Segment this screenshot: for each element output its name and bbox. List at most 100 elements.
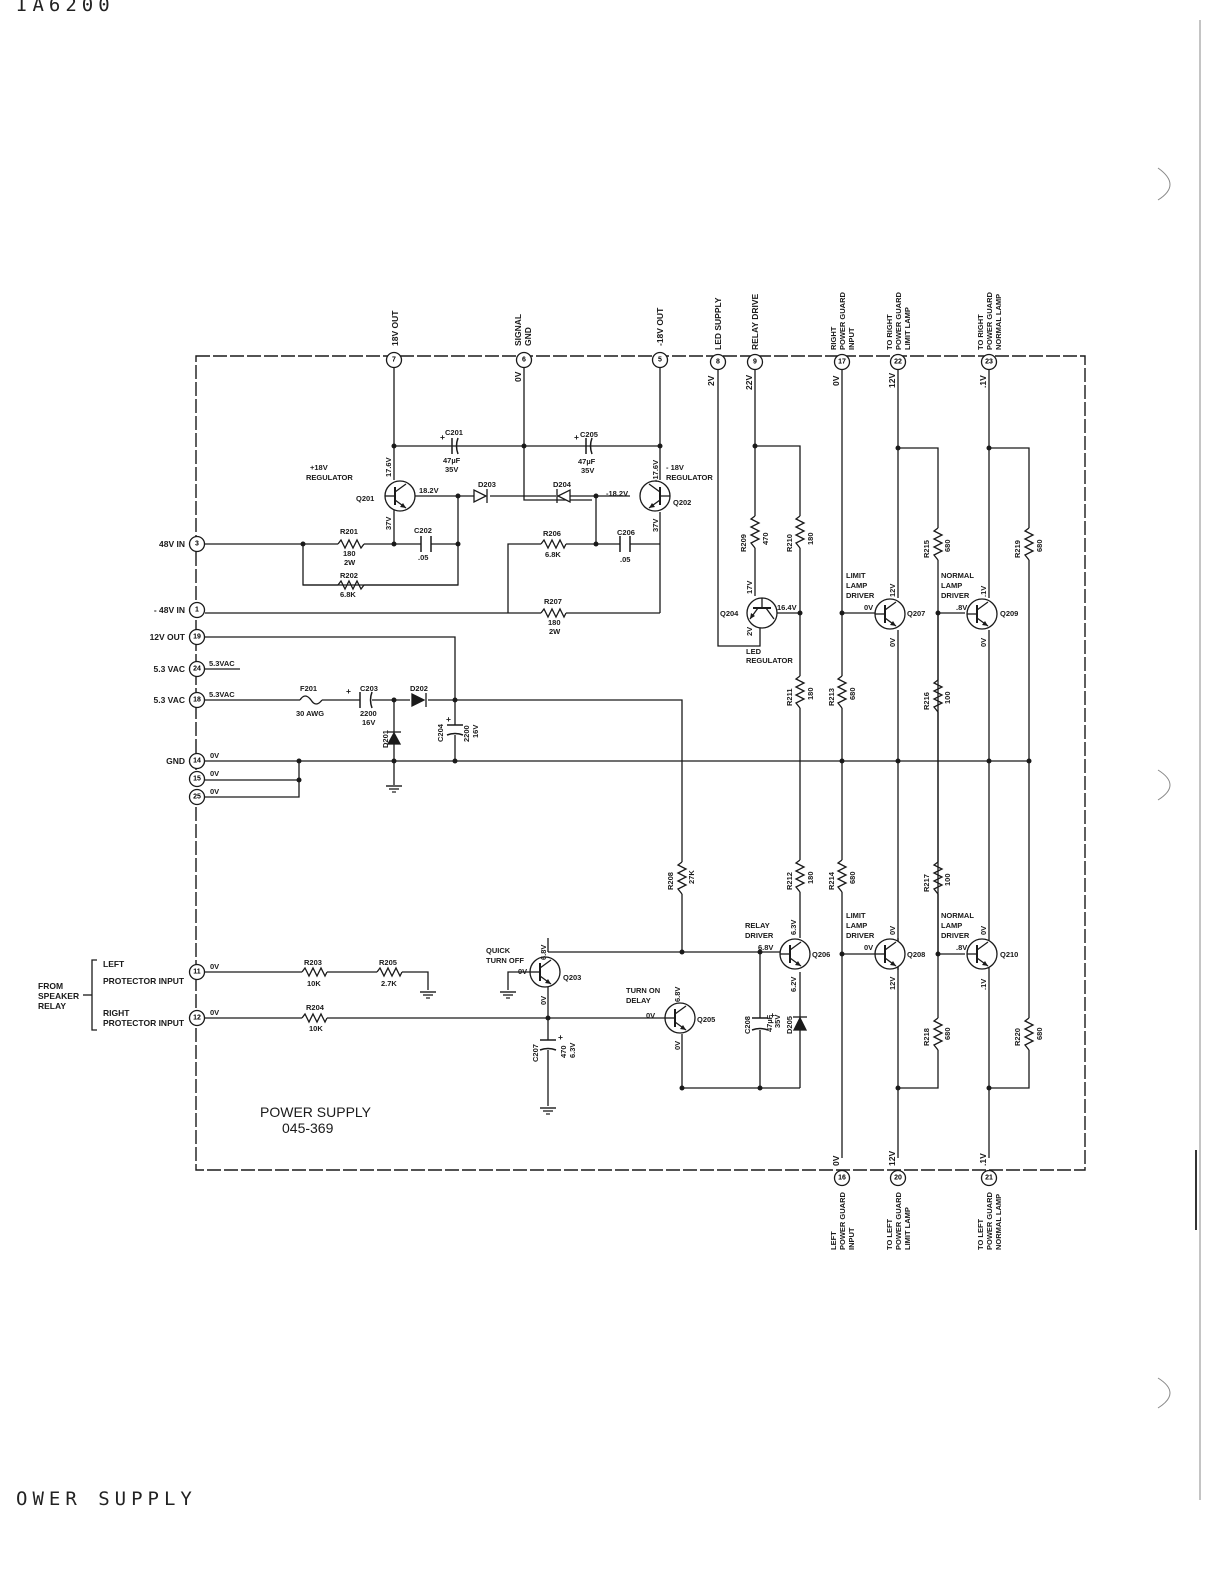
- connector-pins: 7 6 5 8 9 17 22 23 3 1 19 24 18 14 15 25…: [188, 351, 998, 1187]
- svg-text:100: 100: [943, 873, 952, 886]
- pin-5: 5: [651, 351, 669, 369]
- svg-text:R207: R207: [544, 597, 562, 606]
- pin-1: 1: [188, 601, 206, 619]
- board-part-number: 045-369: [282, 1120, 334, 1136]
- volt-pin17: 0V: [831, 375, 841, 386]
- d204-symbol: [556, 488, 571, 504]
- svg-text:.1V: .1V: [979, 979, 988, 990]
- svg-text:LAMP: LAMP: [846, 921, 867, 930]
- svg-text:.05: .05: [418, 553, 428, 562]
- svg-text:0V: 0V: [979, 638, 988, 647]
- svg-text:R219: R219: [1013, 540, 1022, 558]
- svg-text:TURN OFF: TURN OFF: [486, 956, 524, 965]
- svg-text:LEFT: LEFT: [103, 959, 125, 969]
- svg-text:.05: .05: [620, 555, 630, 564]
- svg-text:21: 21: [985, 1175, 993, 1182]
- svg-text:LEFT: LEFT: [829, 1231, 838, 1250]
- board-outline: [195, 355, 1086, 1171]
- svg-text:2200: 2200: [462, 725, 471, 742]
- svg-text:R211: R211: [785, 688, 794, 706]
- svg-text:REGULATOR: REGULATOR: [666, 473, 713, 482]
- top-connector-labels: 18V OUT SIGNAL GND 0V -18V OUT LED SUPPL…: [390, 292, 1003, 391]
- r208-symbol: [676, 861, 688, 895]
- pin-22: 22: [889, 353, 907, 371]
- svg-text:LAMP: LAMP: [941, 921, 962, 930]
- pin-9: 9: [746, 353, 764, 371]
- label-led-supply: LED SUPPLY: [713, 297, 723, 350]
- svg-text:Q207: Q207: [907, 609, 925, 618]
- svg-text:R214: R214: [827, 871, 836, 890]
- r210-symbol: [794, 515, 806, 549]
- r204-symbol: [301, 1012, 328, 1024]
- svg-text:Q208: Q208: [907, 950, 925, 959]
- pin-16: 16: [833, 1169, 851, 1187]
- svg-text:+: +: [574, 432, 579, 442]
- svg-text:- 48V IN: - 48V IN: [154, 605, 185, 615]
- c204-symbol: [446, 724, 464, 736]
- svg-text:16V: 16V: [471, 725, 480, 738]
- svg-text:+: +: [440, 432, 445, 442]
- pin-19: 19: [188, 628, 206, 646]
- component-labels: C201 47µF 35V C205 47µF 35V +18V REGULAT…: [296, 428, 1044, 1062]
- svg-text:R216: R216: [922, 692, 931, 710]
- c201-symbol: [451, 437, 459, 455]
- label-pg-limit-r: POWER GUARD: [894, 292, 903, 351]
- label-power-guard-r: POWER GUARD: [838, 292, 847, 351]
- svg-text:35V: 35V: [445, 465, 458, 474]
- svg-text:C205: C205: [580, 430, 598, 439]
- r206-symbol: [540, 538, 567, 550]
- svg-text:24: 24: [193, 666, 201, 673]
- pin-3: 3: [188, 535, 206, 553]
- svg-text:8: 8: [716, 359, 720, 366]
- junction-dots: [296, 443, 1032, 1091]
- r216-symbol: [932, 679, 944, 713]
- r205-symbol: [376, 966, 403, 978]
- svg-text:0V: 0V: [518, 967, 527, 976]
- svg-text:48V IN: 48V IN: [159, 539, 185, 549]
- margin-marks: [1157, 20, 1201, 1500]
- svg-text:6.3V: 6.3V: [789, 920, 798, 935]
- r211-symbol: [794, 675, 806, 709]
- svg-text:7: 7: [392, 357, 396, 364]
- c203-symbol: [359, 691, 373, 709]
- svg-text:POWER GUARD: POWER GUARD: [985, 1192, 994, 1251]
- svg-text:18: 18: [193, 697, 201, 704]
- svg-text:12V: 12V: [888, 584, 897, 597]
- r213-symbol: [836, 675, 848, 709]
- pin-17: 17: [833, 353, 851, 371]
- svg-text:6: 6: [522, 357, 526, 364]
- c208-symbol: [751, 1017, 769, 1031]
- svg-text:47µF: 47µF: [765, 1014, 774, 1032]
- label-neg18v-out: -18V OUT: [655, 307, 665, 346]
- svg-text:+: +: [770, 1010, 775, 1020]
- svg-text:Q210: Q210: [1000, 950, 1018, 959]
- pin-23: 23: [980, 353, 998, 371]
- svg-text:37V: 37V: [384, 517, 393, 530]
- r207-symbol: [540, 607, 567, 619]
- q202-symbol: [639, 480, 671, 512]
- diodes: [299, 488, 808, 1031]
- svg-text:C202: C202: [414, 526, 432, 535]
- r209-symbol: [749, 515, 761, 549]
- svg-text:1: 1: [195, 607, 199, 614]
- svg-text:0V: 0V: [210, 769, 219, 778]
- svg-text:0V: 0V: [864, 603, 873, 612]
- svg-text:R203: R203: [304, 958, 322, 967]
- svg-text:0V: 0V: [864, 943, 873, 952]
- svg-text:C208: C208: [743, 1016, 752, 1034]
- q207-symbol: [874, 598, 906, 630]
- pin-8: 8: [709, 353, 727, 371]
- q204-symbol: [746, 597, 778, 629]
- svg-text:6.8K: 6.8K: [545, 550, 561, 559]
- label-to-right-limit: TO RIGHT: [885, 314, 894, 350]
- svg-text:680: 680: [1035, 539, 1044, 552]
- svg-text:12V OUT: 12V OUT: [150, 632, 186, 642]
- svg-text:680: 680: [848, 871, 857, 884]
- label-gnd: GND: [523, 327, 533, 346]
- bottom-connector-labels: 0V LEFT POWER GUARD INPUT 12V TO LEFT PO…: [829, 1151, 1003, 1250]
- svg-text:17.6V: 17.6V: [384, 457, 393, 477]
- svg-text:180: 180: [806, 532, 815, 545]
- label-normal-lamp-r: NORMAL LAMP: [994, 294, 1003, 350]
- svg-text:+: +: [346, 686, 351, 696]
- svg-text:Q209: Q209: [1000, 609, 1018, 618]
